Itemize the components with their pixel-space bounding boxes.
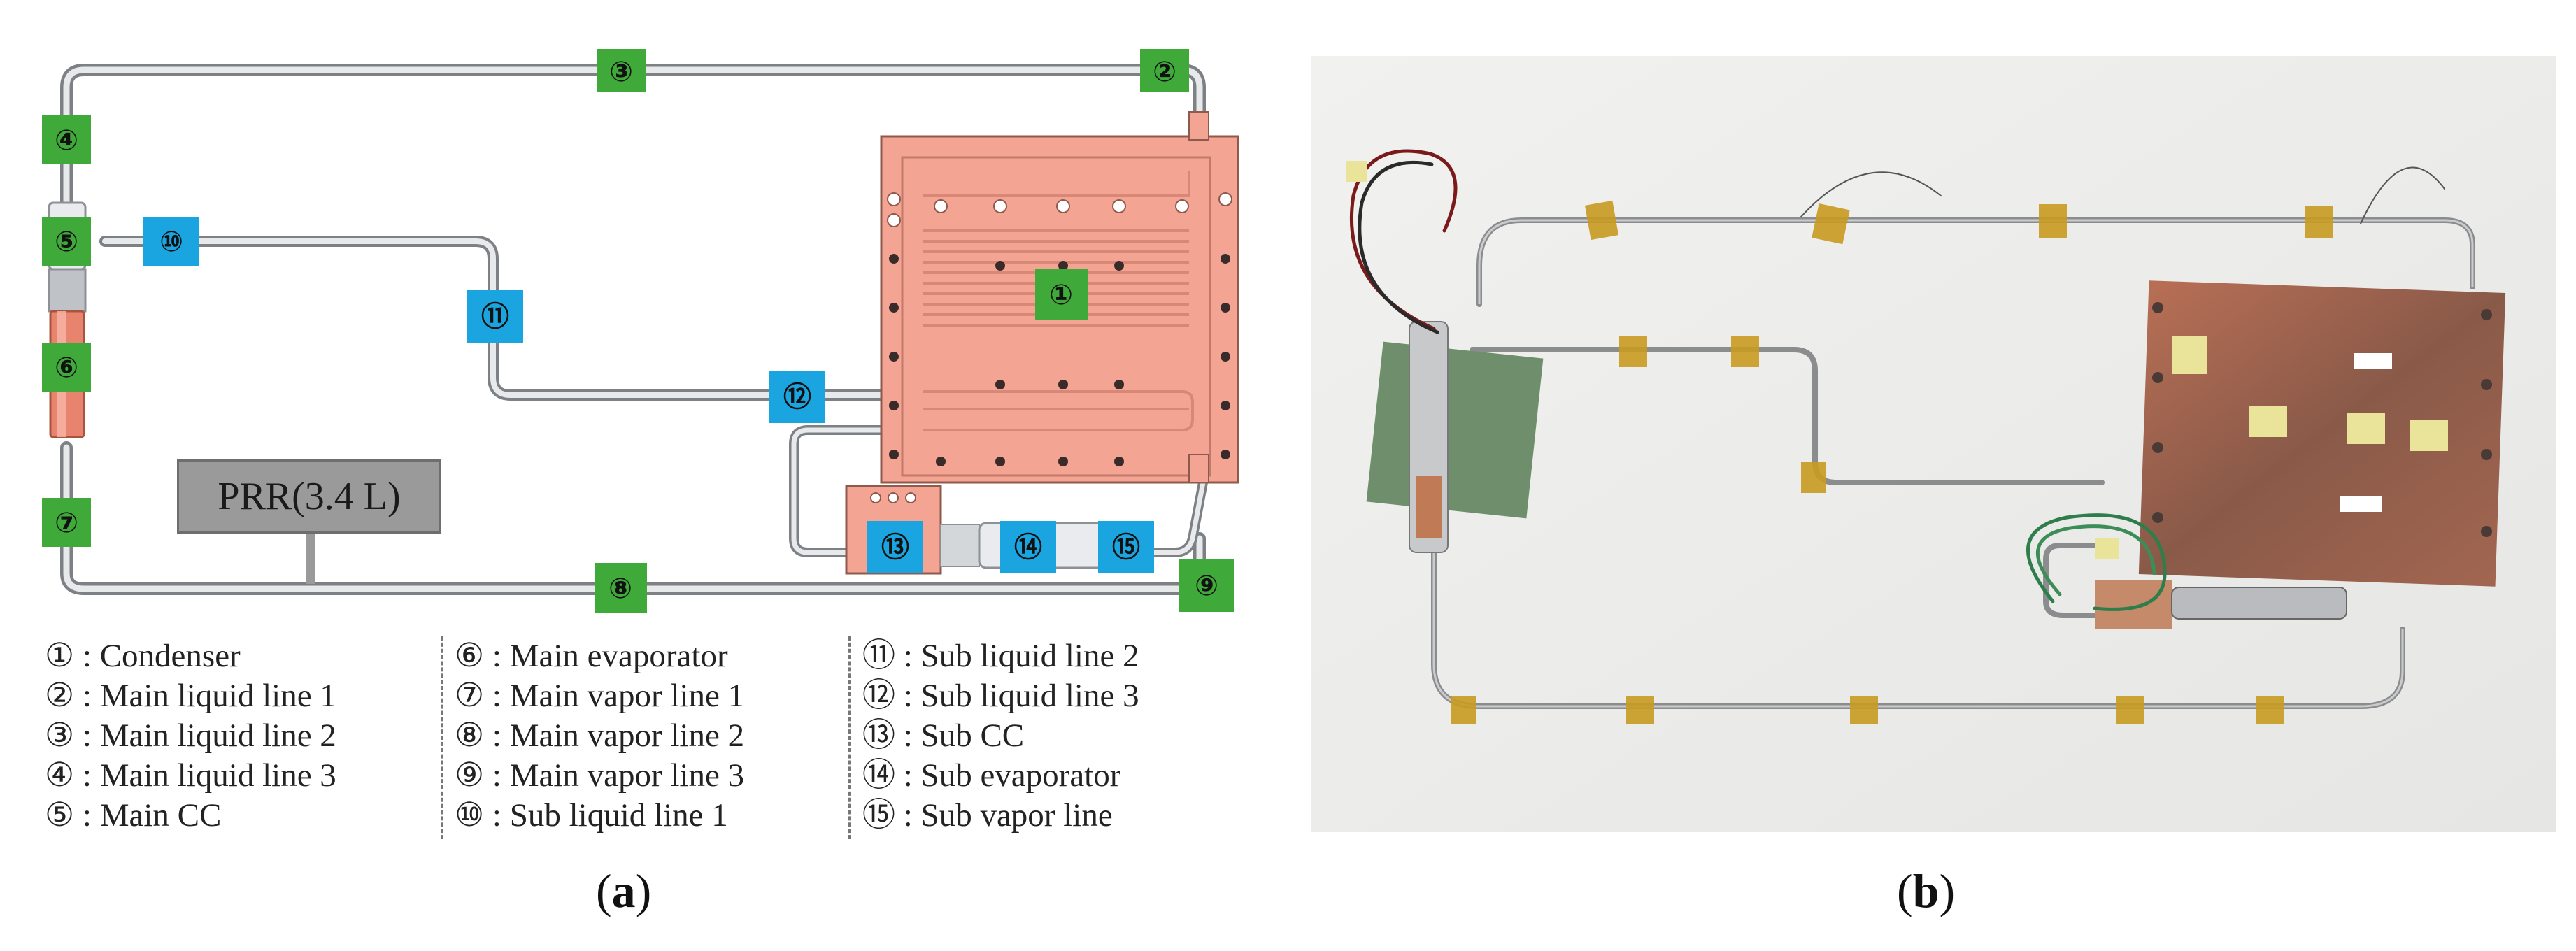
svg-text:⑥: ⑥ [55, 352, 78, 384]
svg-text:③: ③ [609, 56, 633, 88]
svg-text:④: ④ [55, 124, 78, 157]
badge-15: ⑮ [1098, 521, 1154, 573]
legend-item: ⑨ : Main vapor line 3 [455, 757, 745, 794]
badge-3: ③ [597, 49, 646, 92]
svg-text:①: ① [1049, 279, 1073, 311]
caption-b: (b) [1897, 864, 1956, 917]
legend-divider-1 [441, 636, 443, 839]
svg-text:⑭: ⑭ [1014, 531, 1042, 564]
badge-11: ⑪ [467, 290, 523, 343]
panel-a-schematic: ③ ② ④ ⑤ ⑩ ⑪ ① ⑥ ⑫ ⑦ ⑬ ⑭ ⑮ ⑧ ⑨ [0, 0, 1259, 615]
badge-8: ⑧ [595, 563, 647, 613]
caption-a: (a) [596, 864, 652, 917]
loop-heat-pipe-schematic: ③ ② ④ ⑤ ⑩ ⑪ ① ⑥ ⑫ ⑦ ⑬ ⑭ ⑮ ⑧ ⑨ [42, 49, 1239, 613]
badge-14: ⑭ [1000, 521, 1056, 573]
svg-text:⑪: ⑪ [481, 301, 509, 333]
badge-12: ⑫ [769, 371, 825, 423]
component-badges: ③ ② ④ ⑤ ⑩ ⑪ ① ⑥ ⑫ ⑦ ⑬ ⑭ ⑮ ⑧ ⑨ [42, 49, 1234, 613]
badge-13: ⑬ [867, 521, 923, 573]
legend-item: ⑭ : Sub evaporator [862, 757, 1121, 794]
legend-item: ⑪ : Sub liquid line 2 [862, 638, 1139, 674]
legend-item: ⑦ : Main vapor line 1 [455, 678, 745, 714]
panel-b-photo [1311, 56, 2556, 832]
legend-item: ④ : Main liquid line 3 [45, 757, 336, 794]
svg-text:⑨: ⑨ [1195, 570, 1218, 602]
legend-item: ① : Condenser [45, 638, 241, 674]
svg-text:⑮: ⑮ [1112, 531, 1140, 564]
loop-heat-pipe-photo [1311, 56, 2556, 832]
legend-item: ⑧ : Main vapor line 2 [455, 717, 745, 754]
badge-5: ⑤ [42, 217, 91, 266]
badge-10: ⑩ [143, 217, 199, 266]
svg-text:②: ② [1153, 56, 1176, 88]
badge-9: ⑨ [1179, 559, 1234, 612]
legend-item: ③ : Main liquid line 2 [45, 717, 336, 754]
badge-1: ① [1035, 269, 1088, 320]
legend-column-2: ⑥ : Main evaporator ⑦ : Main vapor line … [455, 636, 744, 836]
svg-text:⑧: ⑧ [609, 573, 632, 605]
legend-divider-2 [848, 636, 851, 839]
badge-4: ④ [42, 115, 91, 164]
legend-column-1: ① : Condenser ② : Main liquid line 1 ③ :… [45, 636, 336, 836]
badge-7: ⑦ [42, 498, 91, 547]
prr-connector [306, 528, 315, 584]
legend-item: ⑮ : Sub vapor line [862, 797, 1113, 834]
caption-b-letter: b [1912, 864, 1940, 917]
legend-column-3: ⑪ : Sub liquid line 2 ⑫ : Sub liquid lin… [862, 636, 1139, 836]
svg-text:⑫: ⑫ [783, 381, 811, 413]
svg-text:⑬: ⑬ [881, 531, 909, 564]
badge-2: ② [1140, 49, 1189, 92]
legend-item: ⑥ : Main evaporator [455, 638, 728, 674]
legend-item: ⑬ : Sub CC [862, 717, 1025, 754]
prr-box: PRR(3.4 L) [177, 459, 441, 534]
svg-text:⑩: ⑩ [159, 226, 183, 258]
legend-item: ⑫ : Sub liquid line 3 [862, 678, 1139, 714]
svg-text:⑦: ⑦ [55, 507, 78, 539]
legend-item: ② : Main liquid line 1 [45, 678, 336, 714]
badge-6: ⑥ [42, 343, 91, 392]
svg-text:⑤: ⑤ [55, 226, 78, 258]
legend-item: ⑤ : Main CC [45, 797, 222, 834]
caption-a-letter: a [611, 864, 636, 917]
legend-item: ⑩ : Sub liquid line 1 [455, 797, 728, 834]
